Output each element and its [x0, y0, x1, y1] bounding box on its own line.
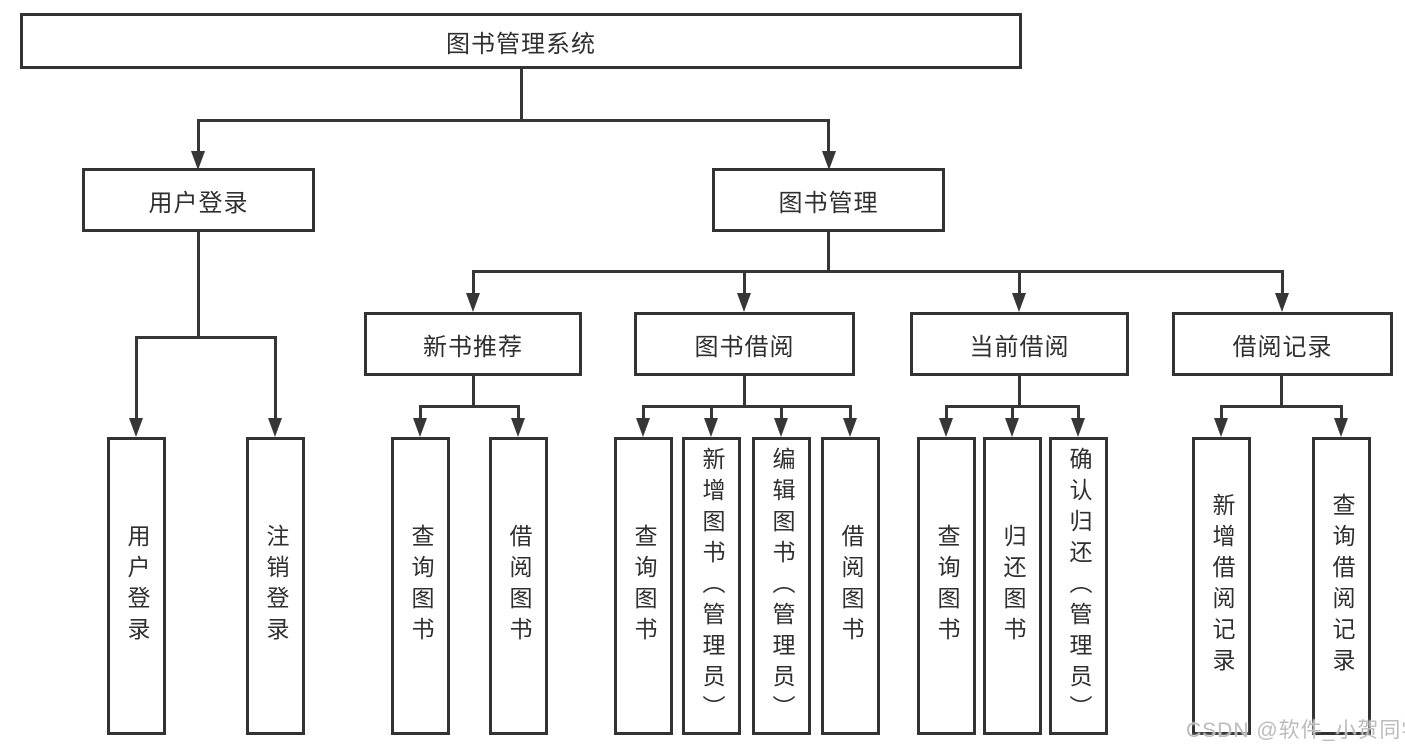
connector-drop-leaf — [517, 405, 520, 420]
connector-drop-leaf — [1340, 405, 1343, 420]
connector-drop-leaf — [1011, 405, 1014, 420]
node-book-management: 图书管理 — [712, 168, 945, 232]
connector-drop-leaf — [419, 405, 422, 420]
connector-borrow-records-bar — [1220, 405, 1342, 408]
arrow-down-icon — [268, 418, 282, 437]
arrow-down-icon — [466, 293, 480, 312]
arrow-down-icon — [737, 293, 751, 312]
node-new-book-recommend: 新书推荐 — [364, 312, 582, 376]
arrow-down-icon — [129, 418, 143, 437]
arrow-down-icon — [1012, 293, 1026, 312]
connector-new-book-stem — [472, 375, 475, 405]
connector-drop-leaf — [274, 336, 277, 421]
arrow-down-icon — [191, 151, 205, 170]
connector-drop-leaf — [945, 405, 948, 420]
arrow-down-icon — [1214, 418, 1228, 437]
watermark: CSDN @软件_小贺同学 — [1186, 719, 1405, 742]
leaf-query-borrow-record: 查询借阅记录 — [1312, 437, 1371, 735]
arrow-down-icon — [822, 151, 836, 170]
connector-book-borrow-stem — [743, 375, 746, 405]
connector-book-borrow-bar — [642, 405, 852, 408]
leaf-user-login: 用户登录 — [107, 437, 166, 735]
arrow-down-icon — [636, 418, 650, 437]
arrow-down-icon — [1334, 418, 1348, 437]
arrow-down-icon — [843, 418, 857, 437]
arrow-down-icon — [413, 418, 427, 437]
node-user-login: 用户登录 — [82, 168, 315, 232]
connector-drop-leaf — [849, 405, 852, 420]
leaf-edit-book-admin: 编辑图书（管理员） — [752, 437, 811, 735]
node-root: 图书管理系统 — [20, 13, 1022, 69]
node-current-borrow: 当前借阅 — [910, 312, 1129, 376]
connector-current-borrow-stem — [1018, 375, 1021, 405]
leaf-add-book-admin: 新增图书（管理员） — [682, 437, 741, 735]
connector-drop-user-login — [197, 119, 200, 153]
leaf-add-borrow-record: 新增借阅记录 — [1192, 437, 1251, 735]
leaf-logout: 注销登录 — [246, 437, 305, 735]
leaf-query-books-borrow: 查询图书 — [614, 437, 673, 735]
arrow-down-icon — [511, 418, 525, 437]
connector-user-login-bar — [135, 336, 277, 339]
connector-drop-leaf — [1077, 405, 1080, 420]
connector-root-bar — [197, 119, 830, 122]
connector-book-management-bar — [472, 270, 1283, 273]
connector-user-login-stem — [197, 232, 200, 336]
connector-borrow-records-stem — [1280, 375, 1283, 405]
leaf-confirm-return-admin: 确认归还（管理员） — [1049, 437, 1108, 735]
arrow-down-icon — [1071, 418, 1085, 437]
connector-drop-module — [743, 270, 746, 295]
connector-drop-leaf — [1220, 405, 1223, 420]
arrow-down-icon — [1275, 293, 1289, 312]
arrow-down-icon — [704, 418, 718, 437]
arrow-down-icon — [1005, 418, 1019, 437]
arrow-down-icon — [774, 418, 788, 437]
connector-drop-book-management — [827, 119, 830, 153]
connector-drop-leaf — [135, 336, 138, 421]
connector-drop-module — [1281, 270, 1284, 295]
connector-drop-leaf — [780, 405, 783, 420]
node-book-borrow: 图书借阅 — [634, 312, 855, 376]
leaf-query-books-current: 查询图书 — [917, 437, 976, 735]
leaf-borrow-books-recommend: 借阅图书 — [489, 437, 548, 735]
node-borrow-records: 借阅记录 — [1172, 312, 1393, 376]
connector-drop-module — [1018, 270, 1021, 295]
leaf-query-books-recommend: 查询图书 — [391, 437, 450, 735]
connector-drop-module — [472, 270, 475, 295]
connector-drop-leaf — [710, 405, 713, 420]
connector-drop-leaf — [642, 405, 645, 420]
connector-root-stem — [520, 69, 523, 119]
connector-book-management-stem — [827, 232, 830, 270]
connector-new-book-bar — [419, 405, 520, 408]
leaf-borrow-books: 借阅图书 — [821, 437, 880, 735]
arrow-down-icon — [939, 418, 953, 437]
leaf-return-book: 归还图书 — [983, 437, 1042, 735]
